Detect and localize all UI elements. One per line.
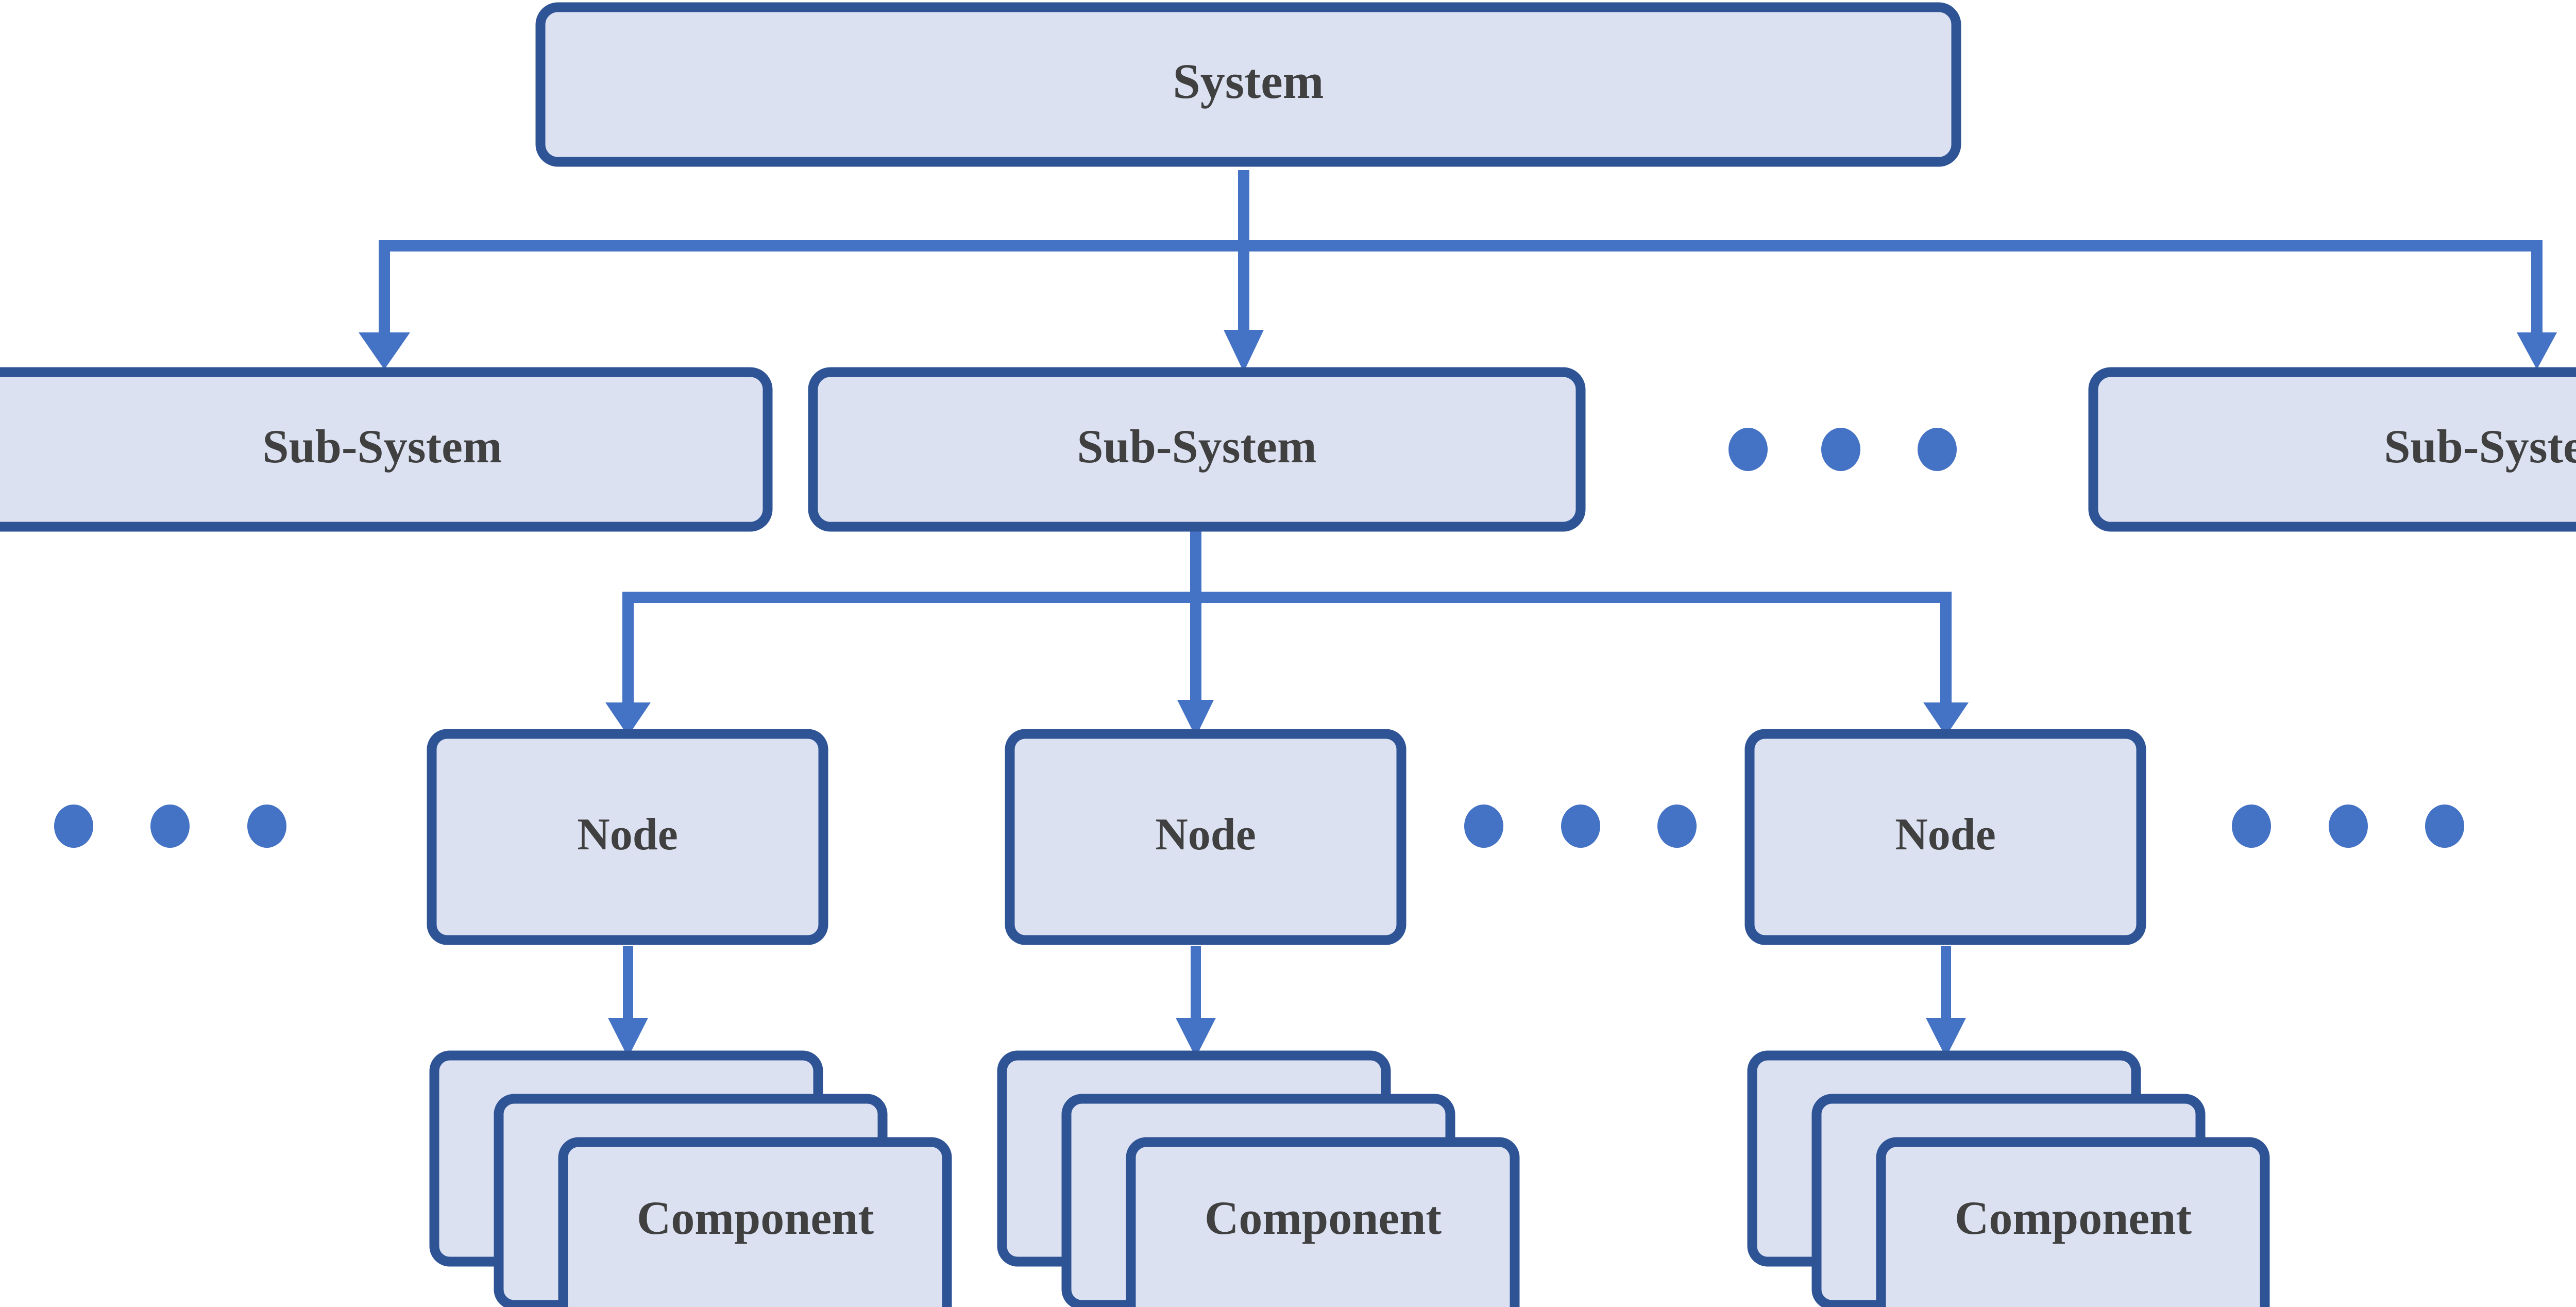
ellipsis-dot <box>1728 428 1768 471</box>
component-card-front <box>1876 1137 2270 1307</box>
subsystem-box-1-shape <box>0 367 773 532</box>
edge-system-to-subsystem-2-arrowhead <box>1224 330 1264 372</box>
ellipsis-dot <box>2232 805 2271 848</box>
node-box-3-shape <box>1744 729 2146 945</box>
ellipsis-dot <box>150 805 190 848</box>
ellipsis-dot <box>2425 805 2464 848</box>
edge-subsystem2-to-node-2-drop <box>1190 592 1201 702</box>
subsystem-box-2[interactable]: Sub-System <box>808 367 1586 532</box>
subsystem-box-2-shape <box>808 367 1586 532</box>
edge-node-3-to-component-arrowhead <box>1926 1018 1966 1058</box>
edge-node-1-to-component-drop <box>623 946 633 1021</box>
node-ellipsis-right <box>2232 805 2464 848</box>
ellipsis-dot <box>1561 805 1600 848</box>
node-box-1[interactable]: Node <box>427 729 828 945</box>
component-stack-2-label: Component <box>1205 1192 1442 1244</box>
ellipsis-dot <box>247 805 286 848</box>
component-card-front <box>558 1137 952 1307</box>
system-box-shape <box>535 2 1961 167</box>
component-card-front <box>1126 1137 1520 1307</box>
component-stack-3[interactable]: Component <box>1747 1050 2270 1307</box>
ellipsis-dot <box>2329 805 2368 848</box>
node-box-2-shape <box>1005 729 1406 945</box>
subsystem-box-2-label: Sub-System <box>1077 420 1316 473</box>
edge-subsystem2-to-node-3-drop <box>1940 592 1952 710</box>
edge-node-3-to-component-drop <box>1941 946 1951 1021</box>
component-stack-1[interactable]: Component <box>429 1050 952 1307</box>
edge-node-1-to-component-arrowhead <box>608 1018 648 1058</box>
edge-subsystem2-to-node-3-arrowhead <box>1923 702 1969 736</box>
ellipsis-dot <box>1918 428 1957 471</box>
edge-node-bus <box>622 592 1952 603</box>
component-stack-2[interactable]: Component <box>997 1050 1520 1307</box>
edge-subsystem-bus <box>379 240 2543 252</box>
edge-system-to-bus-stub <box>1238 170 1249 247</box>
ellipsis-dot <box>1464 805 1503 848</box>
node-box-3[interactable]: Node <box>1744 729 2146 945</box>
node-box-1-label: Node <box>577 810 678 860</box>
system-box[interactable]: System <box>535 2 1961 167</box>
node-ellipsis-left <box>54 805 286 848</box>
edge-subsystem2-to-node-1-drop <box>622 592 634 710</box>
edge-subsystem2-to-bus-stub <box>1190 531 1201 598</box>
edge-node-2-to-component-drop <box>1191 946 1201 1021</box>
system-box-label: System <box>1173 54 1324 109</box>
node-ellipsis-middle <box>1464 805 1697 848</box>
ellipsis-dot <box>1657 805 1697 848</box>
edge-system-to-subsystem-2-drop <box>1238 240 1249 333</box>
subsystem-ellipsis <box>1728 428 1957 471</box>
edge-node-2-to-component-arrowhead <box>1176 1018 1216 1058</box>
ellipsis-dot <box>54 805 93 848</box>
edge-subsystem2-to-node-2-arrowhead <box>1177 700 1214 737</box>
subsystem-box-1[interactable]: Sub-System <box>0 367 773 532</box>
node-box-2[interactable]: Node <box>1005 729 1406 945</box>
subsystem-box-3-label: Sub-System <box>2384 420 2576 473</box>
component-stack-1-label: Component <box>637 1192 874 1244</box>
subsystem-box-3[interactable]: Sub-System <box>2088 367 2576 532</box>
edge-subsystem2-to-node-1-arrowhead <box>605 702 651 736</box>
edge-system-to-subsystem-3-drop <box>2531 240 2543 341</box>
node-box-1-shape <box>427 729 828 945</box>
subsystem-box-3-shape <box>2088 367 2576 532</box>
component-stack-3-label: Component <box>1955 1192 2192 1244</box>
node-box-2-label: Node <box>1155 810 1256 860</box>
ellipsis-dot <box>1821 428 1860 471</box>
edge-system-to-subsystem-3-arrowhead <box>2517 332 2557 370</box>
edge-system-to-subsystem-1-drop <box>379 240 390 341</box>
node-box-3-label: Node <box>1895 810 1996 860</box>
edge-system-to-subsystem-1-arrowhead <box>359 332 410 370</box>
subsystem-box-1-label: Sub-System <box>262 420 502 473</box>
